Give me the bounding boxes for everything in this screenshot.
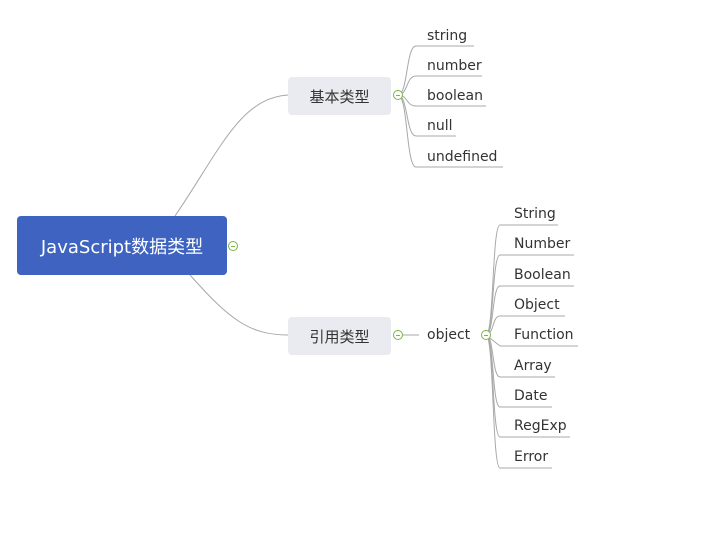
branch-node-primitive[interactable]: 基本类型 <box>288 77 391 115</box>
leaf-null[interactable]: null <box>427 118 453 134</box>
leaf-Number[interactable]: Number <box>514 236 571 252</box>
leaf-Error[interactable]: Error <box>514 449 549 465</box>
leaf-number[interactable]: number <box>427 58 482 74</box>
leaf-Boolean[interactable]: Boolean <box>514 267 571 283</box>
root-node-label: JavaScript数据类型 <box>40 236 204 258</box>
leaf-Function[interactable]: Function <box>514 327 574 343</box>
leaf-boolean[interactable]: boolean <box>427 88 483 104</box>
node-object[interactable]: object <box>427 327 471 343</box>
link-root-reference <box>189 274 289 336</box>
branch-label-reference: 引用类型 <box>309 327 370 346</box>
branch-label-primitive: 基本类型 <box>309 87 370 106</box>
leaf-Date[interactable]: Date <box>514 388 548 404</box>
reference-collapse-icon[interactable] <box>393 330 403 340</box>
branch-node-reference[interactable]: 引用类型 <box>288 317 391 355</box>
leaf-undefined[interactable]: undefined <box>427 149 498 165</box>
root-node[interactable]: JavaScript数据类型 <box>17 216 227 275</box>
root-collapse-icon[interactable] <box>228 241 238 251</box>
leaf-Array[interactable]: Array <box>514 358 552 374</box>
leaf-string[interactable]: string <box>427 28 468 44</box>
link-root-primitive <box>174 94 289 217</box>
primitive-collapse-icon[interactable] <box>393 90 403 100</box>
object-collapse-icon[interactable] <box>481 330 491 340</box>
leaf-Object[interactable]: Object <box>514 297 560 313</box>
leaf-RegExp[interactable]: RegExp <box>514 418 567 434</box>
leaf-String[interactable]: String <box>514 206 556 222</box>
object-leaf-links <box>485 224 578 469</box>
